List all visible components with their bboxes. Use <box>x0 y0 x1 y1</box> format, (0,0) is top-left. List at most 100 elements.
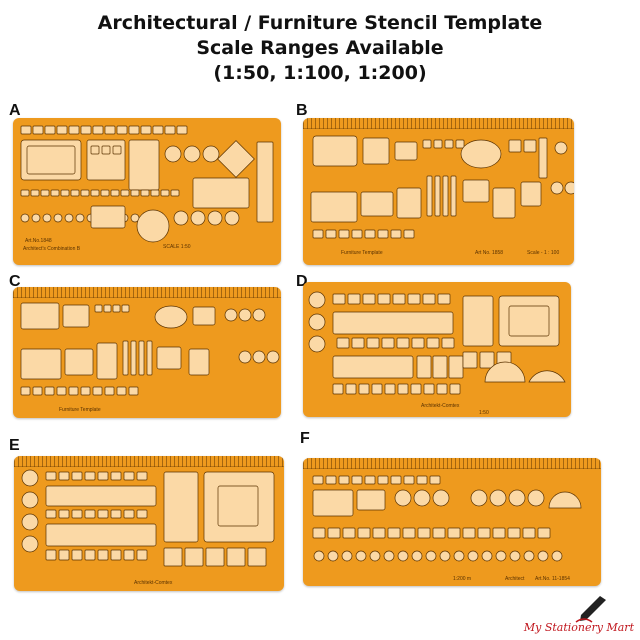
cutout-circle <box>425 550 437 562</box>
stencil-f-ruler <box>303 458 601 469</box>
cutout-circle <box>173 210 189 226</box>
cutout-circle <box>439 550 451 562</box>
cutout-rect <box>170 189 180 197</box>
cutout-rect <box>312 527 326 539</box>
stencil-e: Architekt-Comtex <box>14 456 284 591</box>
cutout-rect <box>68 125 80 135</box>
cutout-rect <box>396 337 410 349</box>
cutout-rect <box>163 471 199 543</box>
cutout-rect <box>110 509 122 519</box>
cutout-rect <box>128 139 160 191</box>
cutout-rect <box>372 527 386 539</box>
cutout-rect <box>371 383 383 395</box>
cutout-rect <box>20 189 30 197</box>
cutout-circle <box>467 550 479 562</box>
cutout-rect <box>40 189 50 197</box>
cutout-circle <box>413 489 431 507</box>
cutout-circle <box>523 550 535 562</box>
cutout-rect <box>160 189 170 197</box>
cutout-circle <box>183 145 201 163</box>
cutout-rect <box>97 549 109 561</box>
stencil-b-art-no: Art No. 1858 <box>475 250 504 256</box>
cutout-rect <box>32 386 43 396</box>
cutout-arc <box>484 361 526 383</box>
panel-label-e: E <box>9 437 20 454</box>
page-title-line-1: Architectural / Furniture Stencil Templa… <box>97 12 543 34</box>
cutout-circle <box>224 308 238 322</box>
cutout-circle <box>481 550 493 562</box>
cutout-rect <box>364 475 376 485</box>
cutout-rect <box>71 549 83 561</box>
cutout-rect <box>84 509 96 519</box>
cutout-rect <box>332 311 454 335</box>
cutout-circle <box>21 535 39 553</box>
panel-label-a: A <box>9 102 21 119</box>
cutout-rect <box>381 337 395 349</box>
cutout-rect <box>390 229 402 239</box>
cutout-rect <box>441 337 455 349</box>
cutout-rect <box>136 549 148 561</box>
cutout-rect <box>94 304 103 313</box>
cutout-rect <box>45 485 157 507</box>
stencil-d-scale: 1:50 <box>479 410 489 416</box>
cutout-rect <box>479 351 495 369</box>
cutout-rect <box>423 383 435 395</box>
cutout-rect <box>136 471 148 481</box>
cutout-rect <box>122 340 129 376</box>
panel-label-c: C <box>9 273 21 290</box>
cutout-rect <box>20 348 62 380</box>
cutout-rect <box>434 175 441 217</box>
cutout-circle <box>238 308 252 322</box>
cutout-rect <box>92 125 104 135</box>
cutout-rect <box>402 527 416 539</box>
cutout-arc <box>548 491 582 509</box>
cutout-rect <box>351 337 365 349</box>
pen-icon <box>575 596 606 623</box>
cutout-rect <box>429 475 441 485</box>
cutout-circle <box>308 335 326 353</box>
stencil-b-scale: Scale - 1 : 100 <box>527 250 560 256</box>
cutout-circle <box>397 550 409 562</box>
cutout-rect <box>163 547 183 567</box>
cutout-circle <box>554 141 568 155</box>
cutout-rect <box>205 547 225 567</box>
cutout-rect <box>377 293 391 305</box>
cutout-circle <box>537 550 549 562</box>
cutout-rect <box>45 523 157 547</box>
cutout-rect <box>327 527 341 539</box>
cutout-rect <box>188 348 210 376</box>
cutout-rect <box>416 355 432 379</box>
cutout-circle <box>313 550 325 562</box>
cutout-rect <box>116 386 127 396</box>
cutout-rect <box>538 137 548 179</box>
cutout-rect <box>449 383 461 395</box>
cutout-rect <box>70 189 80 197</box>
cutout-rect <box>342 527 356 539</box>
cutout-rect <box>56 386 67 396</box>
cutout-rect <box>164 125 176 135</box>
cutout-circle <box>394 489 412 507</box>
cutout-rect <box>156 346 182 370</box>
cutout-rect <box>357 527 371 539</box>
cutout-rect <box>80 189 90 197</box>
cutout-rect <box>377 475 389 485</box>
page-title-line-3: (1:50, 1:100, 1:200) <box>213 62 427 84</box>
cutout-rect <box>90 205 126 229</box>
cutout-rect <box>377 229 389 239</box>
cutout-rect <box>403 475 415 485</box>
cutout-circle <box>527 489 545 507</box>
cutout-rect <box>447 527 461 539</box>
cutout-circle <box>21 513 39 531</box>
cutout-rect <box>58 549 70 561</box>
cutout-rect <box>387 527 401 539</box>
cutout-rect <box>56 125 68 135</box>
cutout-rect <box>84 471 96 481</box>
stencil-b-maker: Furniture Template <box>341 250 383 256</box>
cutout-rect <box>58 471 70 481</box>
cutout-rect <box>184 547 204 567</box>
stencil-f-scale: 1:200 m <box>453 576 472 582</box>
cutout-circle <box>341 550 353 562</box>
cutout-rect <box>312 135 358 167</box>
cutout-rect <box>96 342 118 380</box>
cutout-rect <box>123 509 135 519</box>
